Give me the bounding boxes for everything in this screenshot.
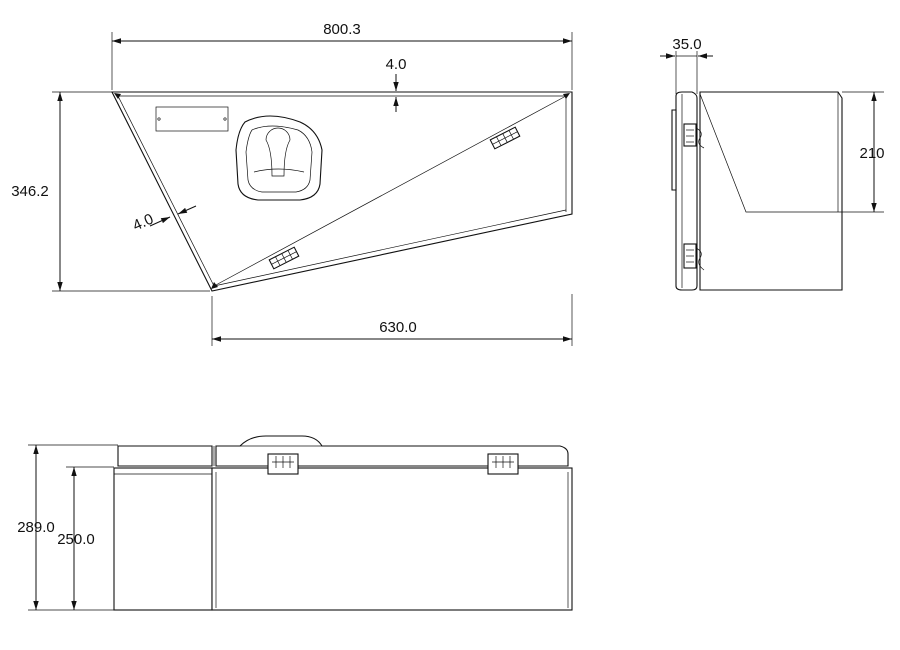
front-view: 289.0 250.0 xyxy=(17,435,573,611)
side-hinge-upper xyxy=(683,123,705,149)
front-body-right xyxy=(211,467,573,611)
side-view: 35.0 210 xyxy=(660,36,885,291)
hinge-lower xyxy=(268,246,300,270)
dim-side-height: 210 xyxy=(859,145,884,162)
dim-side-depth: 35.0 xyxy=(672,36,701,53)
end-view-outline xyxy=(111,91,573,292)
dim-bottom-width: 630.0 xyxy=(379,319,417,336)
t-handle-lock xyxy=(235,115,323,201)
front-lid xyxy=(117,445,213,467)
side-body xyxy=(699,91,843,291)
dim-front-body-height: 250.0 xyxy=(57,531,95,548)
dim-lid-thickness-top: 4.0 xyxy=(386,56,407,73)
dim-left-height: 346.2 xyxy=(11,183,49,200)
dim-front-total-height: 289.0 xyxy=(17,519,55,536)
end-view: 800.3 4.0 346.2 4.0 630.0 xyxy=(11,21,573,346)
dim-top-width: 800.3 xyxy=(323,21,361,38)
label-plate xyxy=(155,106,229,132)
front-body-left xyxy=(113,467,213,611)
dim-lid-thickness-side: 4.0 xyxy=(130,210,156,234)
front-hinge-right xyxy=(487,453,519,475)
hinge-upper xyxy=(489,126,521,150)
side-hinge-lower xyxy=(683,243,705,271)
front-hinge-left xyxy=(267,453,299,475)
